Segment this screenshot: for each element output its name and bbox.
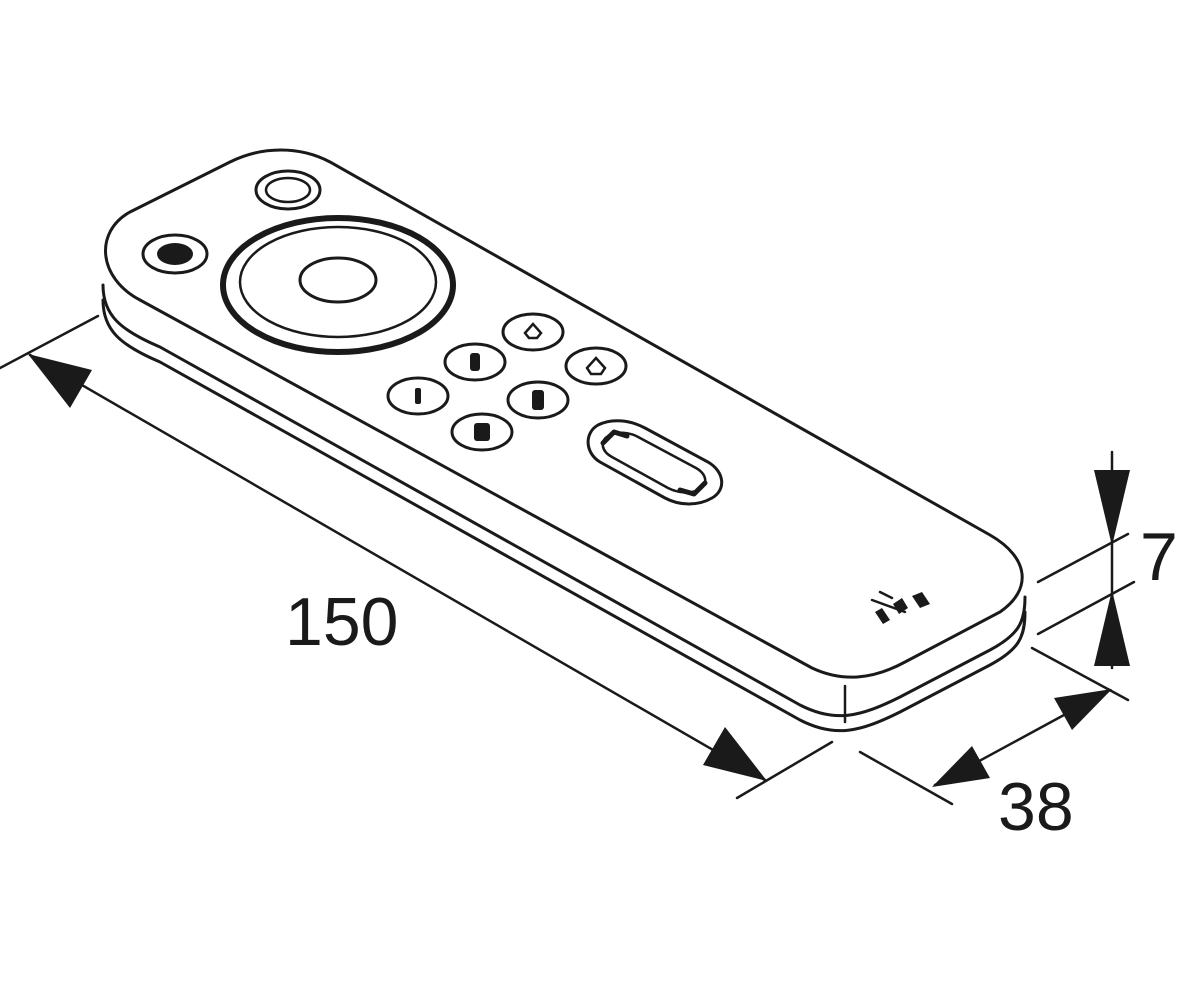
dimension-arrow-icon (1054, 689, 1112, 730)
height-value: 7 (1140, 519, 1178, 595)
left-button-dot (157, 243, 193, 265)
button-1-icon (523, 322, 543, 340)
dimension-arrow-icon (1094, 470, 1130, 546)
top-button-inner (264, 176, 312, 204)
width-extension-line-left (858, 750, 954, 806)
nav-ring-center (298, 256, 378, 304)
height-dimension: 7 (1036, 450, 1178, 670)
chevron-down-icon (677, 480, 708, 497)
button-3-icon (585, 356, 607, 376)
height-extension-line-top (1036, 532, 1130, 584)
length-dimension-line (28, 353, 767, 782)
height-extension-line-bottom (1036, 580, 1136, 636)
length-dimension: 150 (0, 314, 834, 800)
nav-ring-middle (238, 225, 438, 339)
button-4-icon (415, 388, 421, 404)
chevron-up-icon (600, 429, 630, 446)
brand-logo-icon (870, 590, 930, 624)
remote-bottom-edge (101, 298, 1027, 733)
dimension-arrow-icon (28, 354, 92, 408)
dimension-arrow-icon (703, 727, 767, 781)
remote-buttons (141, 169, 930, 624)
length-extension-line-right (735, 740, 834, 800)
dimension-arrow-icon (1094, 590, 1130, 666)
length-value: 150 (285, 584, 398, 660)
length-extension-line-left (0, 314, 100, 370)
rocker-button (586, 419, 724, 506)
remote-top-face (104, 148, 1024, 679)
button-1 (501, 312, 565, 352)
button-5-icon (532, 390, 544, 410)
width-extension-line-right (1030, 646, 1130, 702)
remote-body (101, 148, 1027, 733)
dimension-arrow-icon (932, 746, 990, 787)
button-6-icon (474, 423, 490, 441)
width-dimension: 38 (858, 646, 1130, 845)
button-2-icon (470, 353, 480, 371)
button-3 (564, 346, 628, 386)
width-value: 38 (998, 769, 1074, 845)
